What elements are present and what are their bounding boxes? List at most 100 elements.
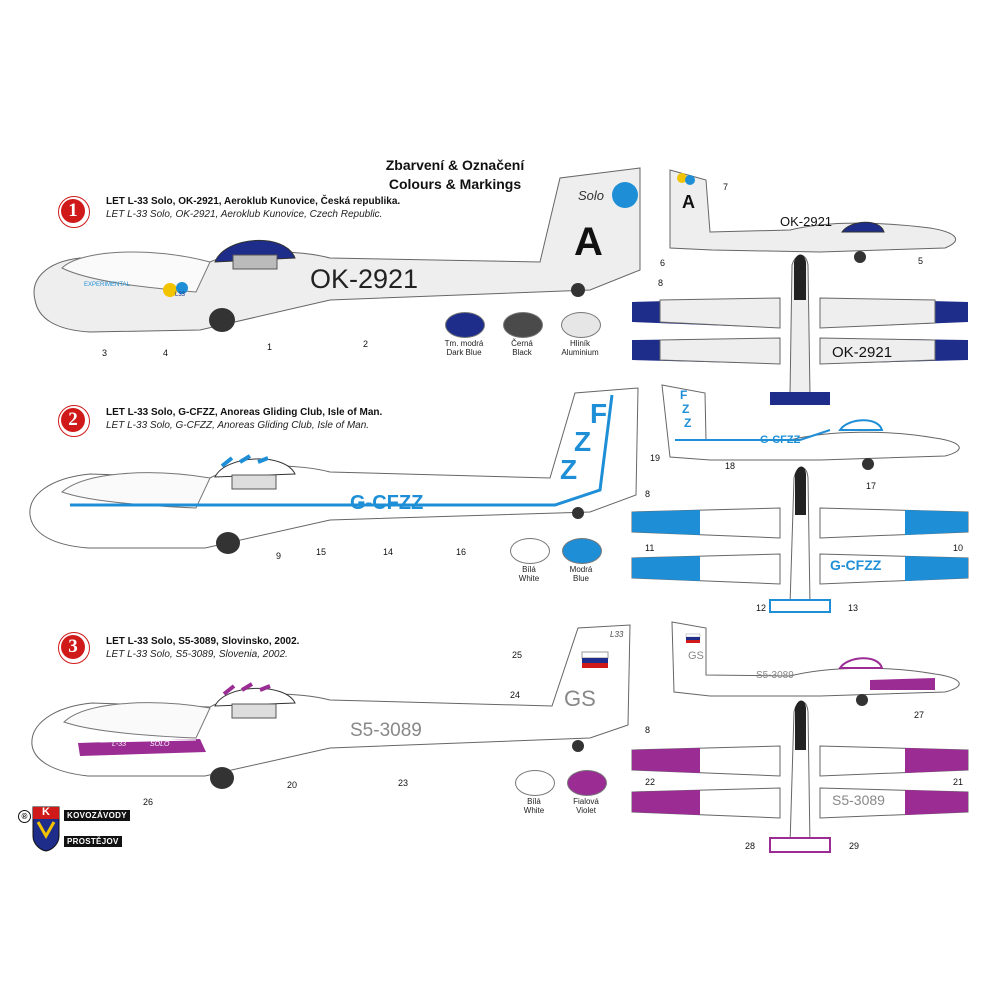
scheme-3-small-registration: S5-3089 — [756, 670, 794, 681]
scheme-2-badge: 2 — [58, 405, 90, 437]
scheme-2-callout: 14 — [383, 547, 394, 557]
scheme-1-small-tail-letter: A — [682, 192, 695, 212]
scheme-1-small-registration: OK-2921 — [780, 214, 833, 229]
scheme-3-callout: 21 — [953, 777, 964, 787]
scheme-3-callout: 25 — [512, 650, 523, 660]
scheme-1-swatch-black — [503, 312, 543, 338]
scheme-2-small-tail-letter-2: Z — [682, 402, 690, 416]
scheme-1-fuselage-text: EXPERIMENTAL — [84, 282, 130, 288]
scheme-2-callout: 17 — [866, 481, 877, 491]
sheet-title-cz: Zbarvení & Označení — [385, 157, 525, 173]
scheme-1-registration: OK-2921 — [310, 264, 419, 294]
scheme-2-side-view — [29, 387, 639, 554]
scheme-1-wing-registration: OK-2921 — [832, 344, 893, 361]
scheme-3-callout: 26 — [143, 797, 154, 807]
scheme-1-side-view — [33, 167, 641, 333]
scheme-1-callout: 3 — [102, 348, 108, 358]
scheme-3-small-side-view — [671, 621, 960, 706]
scheme-3-small-tail-code: GS — [688, 650, 704, 662]
scheme-3-callout: 28 — [745, 841, 756, 851]
scheme-2-caption-cz: LET L-33 Solo, G-CFZZ, Anoreas Gliding C… — [106, 407, 383, 418]
scheme-3-fuselage-text-2: SOLO — [150, 741, 170, 748]
scheme-1-nose-badge: L33 — [175, 292, 186, 298]
scheme-1-caption-cz: LET L-33 Solo, OK-2921, Aeroklub Kunovic… — [106, 196, 401, 207]
scheme-3-swatch-violet — [567, 770, 607, 796]
scheme-1-callout: 8 — [658, 278, 664, 288]
scheme-3-tail-badge: L33 — [610, 630, 624, 639]
scheme-2-tail-letter-3: Z — [560, 454, 578, 485]
scheme-2-caption-en: LET L-33 Solo, G-CFZZ, Anoreas Gliding C… — [106, 420, 370, 431]
scheme-2-callout: 8 — [645, 489, 651, 499]
shield-icon — [32, 806, 60, 852]
scheme-3-swatch-white — [515, 770, 555, 796]
scheme-3-callout: 20 — [287, 780, 298, 790]
scheme-3-registration: S5-3089 — [350, 720, 422, 741]
logo-line-1: KOVOZÁVODY — [64, 810, 130, 821]
logo-line-2: PROSTĚJOV — [64, 836, 122, 847]
scheme-1-top-view — [632, 254, 968, 405]
scheme-3-caption-en: LET L-33 Solo, S5-3089, Slovenia, 2002. — [106, 649, 288, 660]
scheme-1-callout: 2 — [363, 339, 369, 349]
scheme-1-callout: 1 — [267, 342, 273, 352]
scheme-1-callout: 6 — [660, 258, 666, 268]
scheme-1-callout: 7 — [723, 182, 729, 192]
scheme-1-caption-en: LET L-33 Solo, OK-2921, Aeroklub Kunovic… — [106, 209, 383, 220]
scheme-2-callout: 16 — [456, 547, 467, 557]
scheme-2-small-tail-letter-3: Z — [684, 416, 692, 430]
scheme-2-swatch-blue — [562, 538, 602, 564]
scheme-2-registration: G-CFZZ — [350, 492, 424, 514]
scheme-3-callout: 22 — [645, 777, 656, 787]
scheme-3-caption-cz: LET L-33 Solo, S5-3089, Slovinsko, 2002. — [106, 636, 300, 647]
scheme-1-small-side-view — [669, 169, 957, 263]
scheme-2-small-tail-letter-1: F — [680, 388, 688, 402]
scheme-2-wing-registration: G-CFZZ — [830, 557, 882, 573]
scheme-2-callout: 15 — [316, 547, 327, 557]
scheme-3-badge: 3 — [58, 632, 90, 664]
scheme-3-callout: 29 — [849, 841, 860, 851]
scheme-3-wing-registration: S5-3089 — [832, 792, 885, 808]
scheme-2-callout: 19 — [650, 453, 661, 463]
scheme-1-tail-letter: A — [574, 220, 603, 264]
scheme-2-callout: 10 — [953, 543, 964, 553]
scheme-2-top-view — [631, 466, 969, 613]
scheme-3-top-view — [631, 700, 969, 853]
logo-mark: K — [42, 806, 50, 818]
sheet-title-en: Colours & Markings — [388, 176, 522, 192]
scheme-2-callout: 9 — [276, 551, 282, 561]
scheme-2-callout: 12 — [756, 603, 767, 613]
scheme-2-tail-letter-2: Z — [574, 426, 592, 457]
scheme-3-side-view — [31, 624, 631, 789]
scheme-3-fuselage-text-1: L-33 — [112, 741, 127, 748]
scheme-2-small-side-view — [661, 384, 960, 470]
scheme-2-small-registration: G-CFZZ — [760, 434, 801, 446]
kovozavody-logo: ® K KOVOZÁVODY PROSTĚJOV — [18, 806, 138, 856]
scheme-1-tail-text: Solo — [578, 188, 605, 203]
scheme-1-badge: 1 — [58, 196, 90, 228]
scheme-1-swatch-aluminium — [561, 312, 601, 338]
scheme-2-swatch-white — [510, 538, 550, 564]
scheme-1-swatch-dark-blue — [445, 312, 485, 338]
scheme-2-callout: 11 — [645, 543, 655, 553]
scheme-3-callout: 24 — [510, 690, 521, 700]
scheme-3-tail-code: GS — [564, 686, 596, 711]
scheme-3-callout: 27 — [914, 710, 925, 720]
scheme-3-callout: 8 — [645, 725, 651, 735]
scheme-1-callout: 5 — [918, 256, 924, 266]
scheme-2-callout: 18 — [725, 461, 736, 471]
scheme-3-callout: 23 — [398, 778, 409, 788]
scheme-2-callout: 13 — [848, 603, 859, 613]
registered-mark: ® — [18, 810, 31, 823]
scheme-2-tail-letter-1: F — [590, 398, 608, 429]
scheme-1-callout: 4 — [163, 348, 169, 358]
